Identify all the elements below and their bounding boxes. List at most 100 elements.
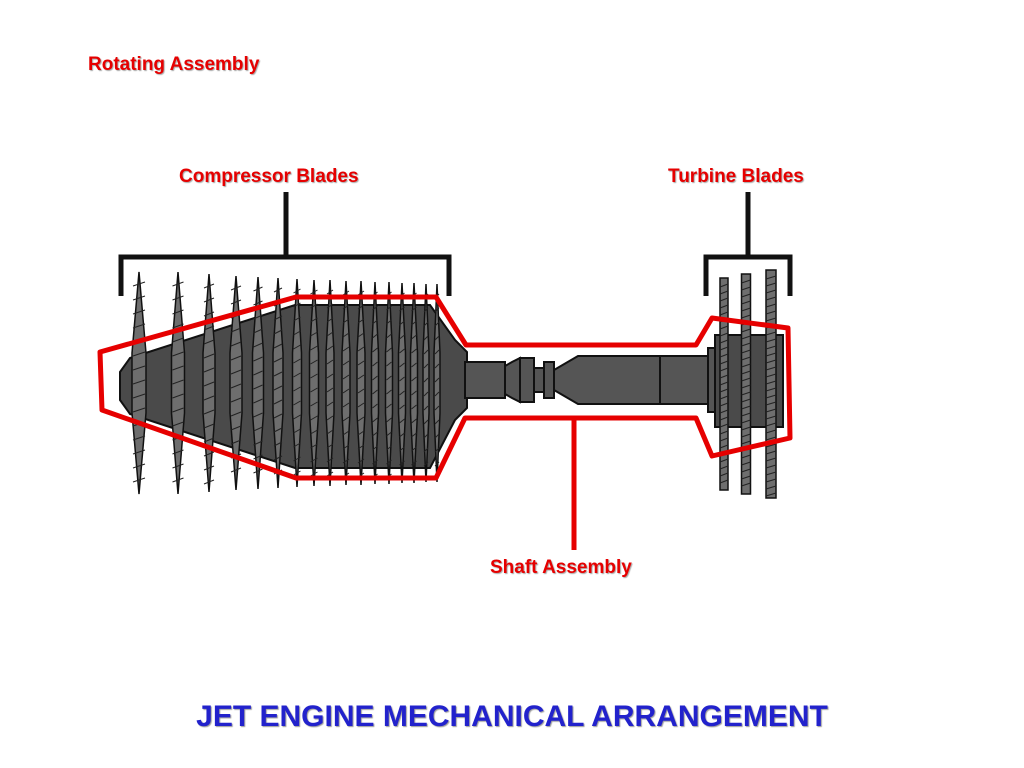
blade-hatch: [230, 355, 242, 361]
blade-hatch: [230, 299, 242, 305]
compressor-bracket: [118, 192, 452, 296]
compressor-blade: [308, 279, 320, 487]
blade-hatch: [253, 356, 263, 362]
blade-hatch: [357, 430, 365, 436]
blade-hatch: [273, 399, 283, 405]
blade-hatch: [342, 290, 350, 296]
blade-hatch: [719, 416, 729, 421]
blade-hatch: [326, 331, 334, 337]
blade-hatch: [273, 287, 283, 293]
blade-hatch: [765, 282, 777, 287]
blade-hatch: [386, 445, 392, 451]
blade-hatch: [132, 309, 146, 315]
blade-hatch: [253, 370, 263, 376]
blade-hatch: [411, 432, 417, 438]
blade-hatch: [434, 377, 440, 383]
blade-hatch: [741, 314, 751, 319]
blade-hatch: [423, 335, 429, 341]
blade-hatch: [765, 394, 777, 399]
blade-hatch: [132, 435, 146, 441]
blade-hatch: [719, 290, 729, 295]
blade-hatch: [765, 422, 777, 427]
blade-hatch: [719, 458, 729, 463]
blade-hatch: [765, 310, 777, 315]
blade-hatch: [765, 443, 777, 448]
blade-hatch: [423, 405, 429, 411]
blade-hatch: [293, 372, 301, 378]
compressor-blade: [325, 279, 335, 487]
blade-hatch: [326, 289, 334, 295]
blade-hatch: [411, 390, 417, 396]
blade-hatch: [132, 449, 146, 455]
blade-hatch: [741, 349, 751, 354]
blade-hatch: [342, 444, 350, 450]
blade-hatch: [357, 290, 365, 296]
blade-hatch: [719, 465, 729, 470]
blade-hatch: [310, 303, 318, 309]
blade-hatch: [253, 300, 263, 306]
blade-hatch: [719, 472, 729, 477]
blade-hatch: [765, 289, 777, 294]
blade-hatch: [423, 391, 429, 397]
blade-hatch: [293, 414, 301, 420]
blade-hatch: [372, 431, 378, 437]
blade-hatch: [357, 304, 365, 310]
blade-hatch: [719, 339, 729, 344]
blade-hatch: [423, 377, 429, 383]
blade-hatch: [411, 446, 417, 452]
blade-hatch: [310, 457, 318, 463]
blade-hatch: [326, 471, 334, 477]
blade-hatch: [172, 421, 184, 427]
blade-hatch: [253, 328, 263, 334]
compressor-blade: [422, 283, 430, 483]
blade-hatch: [719, 381, 729, 386]
blade-hatch: [372, 375, 378, 381]
blade-hatch: [273, 329, 283, 335]
blade-hatch: [357, 318, 365, 324]
blade-hatch: [434, 363, 440, 369]
blade-hatch: [172, 393, 184, 399]
blade-hatch: [386, 431, 392, 437]
blade-hatch: [310, 359, 318, 365]
blade-hatch: [741, 293, 751, 298]
blade-hatch: [293, 470, 301, 476]
blade-hatch: [172, 477, 184, 483]
blade-hatch: [434, 391, 440, 397]
rotating-assembly-label: Rotating Assembly: [88, 54, 260, 75]
shaft: [464, 347, 721, 413]
blade-hatch: [386, 375, 392, 381]
blade-hatch: [399, 334, 405, 340]
blade-hatch: [423, 461, 429, 467]
blade-hatch: [310, 317, 318, 323]
blade-hatch: [172, 337, 184, 343]
blade-hatch: [423, 419, 429, 425]
blade-hatch: [411, 376, 417, 382]
blade-hatch: [399, 348, 405, 354]
turbine-blade: [740, 273, 752, 495]
blade-hatch: [273, 441, 283, 447]
blade-hatch: [765, 338, 777, 343]
blade-hatch: [357, 444, 365, 450]
blade-hatch: [423, 349, 429, 355]
blade-hatch: [741, 286, 751, 291]
blade-hatch: [765, 471, 777, 476]
turbine-blades: [719, 269, 777, 499]
blade-hatch: [326, 345, 334, 351]
blade-hatch: [434, 321, 440, 327]
blade-hatch: [172, 295, 184, 301]
blade-hatch: [253, 426, 263, 432]
blade-hatch: [357, 332, 365, 338]
blade-hatch: [273, 371, 283, 377]
blade-hatch: [719, 283, 729, 288]
blade-hatch: [411, 418, 417, 424]
blade-hatch: [273, 315, 283, 321]
blade-hatch: [423, 321, 429, 327]
compressor-blade: [433, 283, 441, 483]
blade-hatch: [203, 479, 215, 485]
blade-hatch: [326, 359, 334, 365]
blade-hatch: [273, 357, 283, 363]
blade-hatch: [203, 409, 215, 415]
blade-hatch: [253, 384, 263, 390]
blade-hatch: [411, 348, 417, 354]
blade-hatch: [342, 304, 350, 310]
